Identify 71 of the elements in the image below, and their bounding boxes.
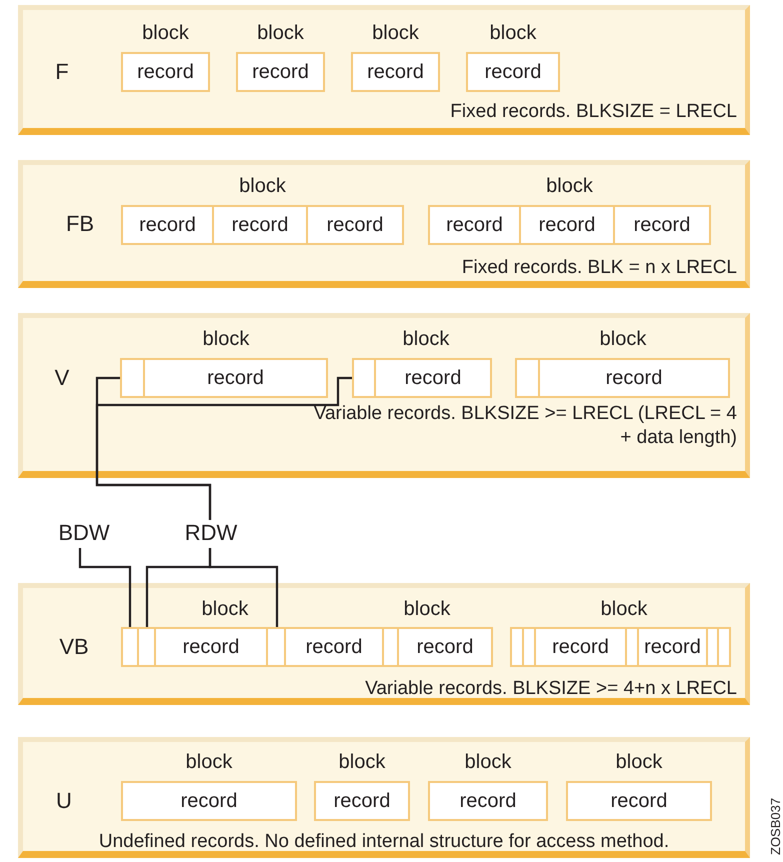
empty-box	[515, 358, 540, 398]
block-label: block	[488, 21, 538, 46]
field-label: BDW	[50, 520, 118, 548]
record-box: record	[566, 781, 712, 821]
format-code: FB	[64, 211, 96, 237]
record-box: record	[376, 358, 492, 398]
format-code: F	[54, 59, 70, 85]
format-code: VB	[58, 634, 90, 660]
format-panel	[18, 313, 750, 478]
empty-box	[524, 627, 536, 667]
record-box: record	[639, 627, 708, 667]
leader-line	[208, 548, 278, 627]
format-panel	[18, 583, 750, 705]
record-box: record	[540, 358, 730, 398]
record-box: record	[236, 52, 325, 92]
empty-box	[719, 627, 731, 667]
empty-box	[627, 627, 639, 667]
format-panel	[18, 5, 750, 135]
record-box: record	[428, 205, 521, 245]
record-box: record	[145, 358, 328, 398]
block-label: block	[371, 21, 420, 46]
format-description: Fixed records. BLK = n x LRECL	[460, 256, 737, 280]
empty-box	[384, 627, 399, 667]
block-label: block	[200, 597, 250, 622]
format-panel	[18, 160, 750, 288]
block-label: block	[202, 327, 250, 352]
field-label: RDW	[176, 520, 246, 548]
figure-id: ZOSB037	[768, 798, 783, 855]
record-box: record	[286, 627, 384, 667]
record-box: record	[121, 781, 297, 821]
block-label: block	[338, 750, 386, 775]
block-label: block	[184, 750, 234, 775]
block-label: block	[598, 327, 648, 352]
block-label: block	[238, 174, 287, 199]
format-description: Variable records. BLKSIZE >= 4+n x LRECL	[364, 677, 737, 701]
block-label: block	[256, 21, 305, 46]
empty-box	[120, 358, 145, 398]
record-box: record	[121, 205, 214, 245]
empty-box	[121, 627, 139, 667]
record-box: record	[156, 627, 268, 667]
record-box: record	[351, 52, 440, 92]
block-label: block	[464, 750, 512, 775]
block-label: block	[402, 597, 452, 622]
record-box: record	[399, 627, 493, 667]
empty-box	[352, 358, 376, 398]
format-code: U	[55, 788, 73, 814]
block-label: block	[614, 750, 664, 775]
format-description: Undefined records. No defined internal structure for access method.	[98, 830, 670, 854]
record-box: record	[214, 205, 308, 245]
record-box: record	[615, 205, 711, 245]
block-label: block	[600, 597, 648, 622]
empty-box	[510, 627, 524, 667]
format-panel	[18, 737, 750, 858]
leader-line	[78, 548, 132, 627]
block-label: block	[545, 174, 594, 199]
leader-line	[96, 376, 352, 520]
record-box: record	[466, 52, 560, 92]
record-box: record	[308, 205, 404, 245]
empty-box	[139, 627, 156, 667]
block-label: block	[141, 21, 190, 46]
record-box: record	[521, 205, 615, 245]
format-description: Variable records. BLKSIZE >= LRECL (LRECL = 4 + data length)	[312, 402, 737, 450]
format-code: V	[54, 365, 70, 391]
empty-box	[708, 627, 719, 667]
record-box: record	[536, 627, 627, 667]
record-box: record	[121, 52, 210, 92]
block-label: block	[402, 327, 450, 352]
format-description: Fixed records. BLKSIZE = LRECL	[449, 100, 737, 124]
empty-box	[268, 627, 286, 667]
record-box: record	[314, 781, 410, 821]
record-box: record	[428, 781, 548, 821]
